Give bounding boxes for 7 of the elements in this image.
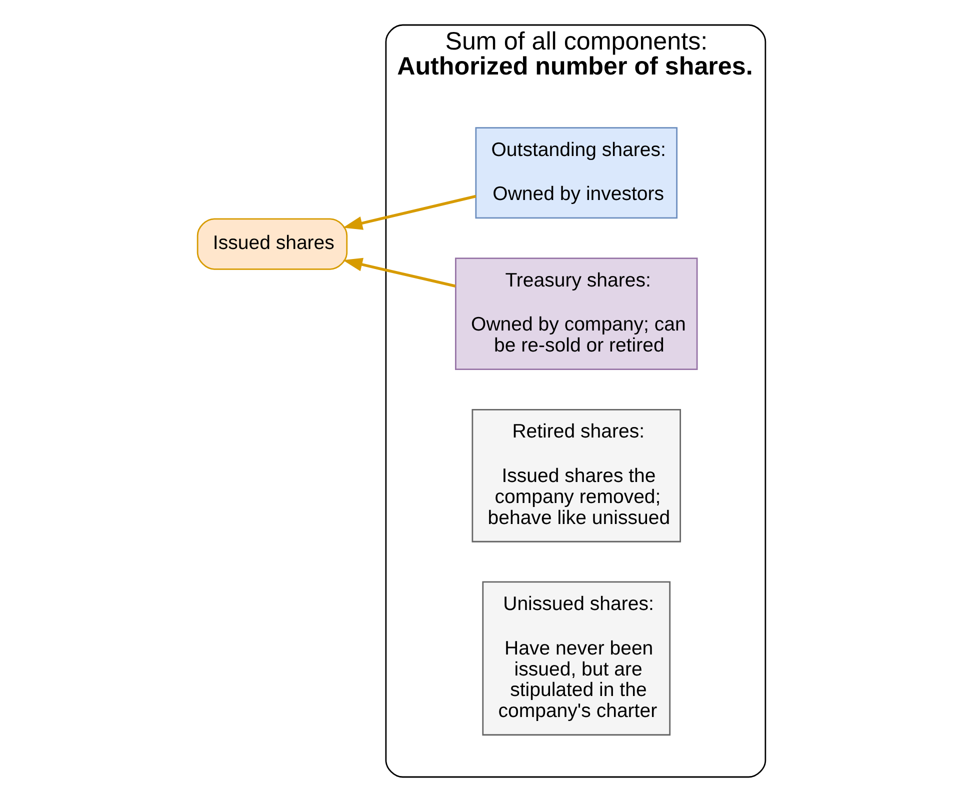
node-box: Unissued shares: Have never been issued, but are stipulated in the company's charter [482,581,670,736]
arrow [342,194,476,230]
node-box: Treasury shares: Owned by company; can be re-sold or retired [454,258,698,370]
node-box: Outstanding shares: Owned by investors [474,127,678,219]
arrow [342,258,456,288]
node-box: Retired shares: Issued shares the company removed; behave like unissued [471,408,681,542]
node-box: Issued shares [196,218,348,270]
